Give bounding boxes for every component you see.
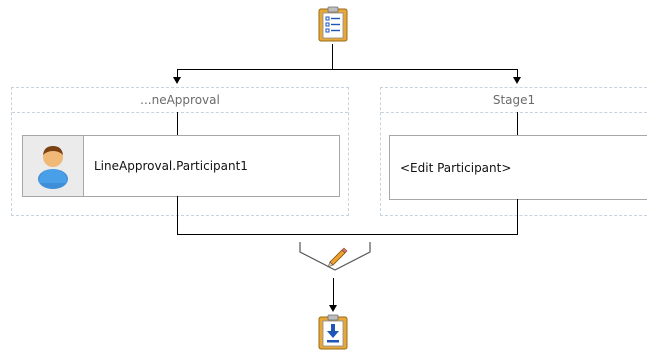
pencil-edit-icon[interactable]	[327, 247, 348, 268]
user-participant-icon	[38, 146, 68, 189]
task-checklist-icon[interactable]	[318, 6, 348, 42]
stage-left-inner-connector	[177, 112, 178, 135]
join-node[interactable]	[298, 238, 372, 274]
split-connector	[177, 69, 517, 70]
stage-left-out-connector	[177, 196, 178, 234]
participant-edit[interactable]: <Edit Participant>	[389, 135, 647, 200]
participant-icon-cell	[23, 136, 84, 196]
download-arrow-icon[interactable]	[318, 314, 348, 350]
start-connector	[332, 44, 333, 69]
merge-connector	[177, 234, 518, 235]
branch-left-connector	[177, 69, 178, 77]
stage-right-out-connector	[517, 199, 518, 234]
participant-label: <Edit Participant>	[400, 160, 512, 175]
branch-right-arrow	[513, 77, 521, 84]
branch-right-connector	[517, 69, 518, 77]
branch-left-arrow	[173, 77, 181, 84]
end-arrow	[329, 305, 337, 312]
participant-label: LineApproval.Participant1	[94, 159, 248, 173]
participant-lineapproval[interactable]: LineApproval.Participant1	[22, 135, 340, 197]
end-connector	[333, 278, 334, 305]
stage-right-inner-connector	[517, 112, 518, 135]
stage-title[interactable]: Stage1	[381, 88, 647, 113]
stage-title[interactable]: ...neApproval	[12, 88, 348, 113]
